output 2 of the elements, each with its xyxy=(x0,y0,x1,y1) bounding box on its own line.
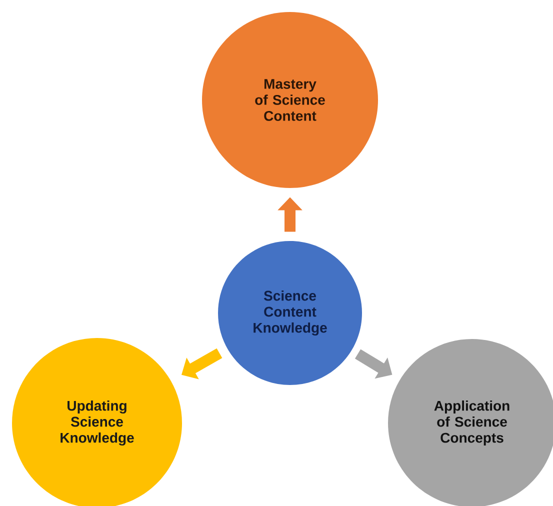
circle-node: Mastery of Science Content xyxy=(202,12,378,188)
circle-node: Science Content Knowledge xyxy=(218,241,362,385)
